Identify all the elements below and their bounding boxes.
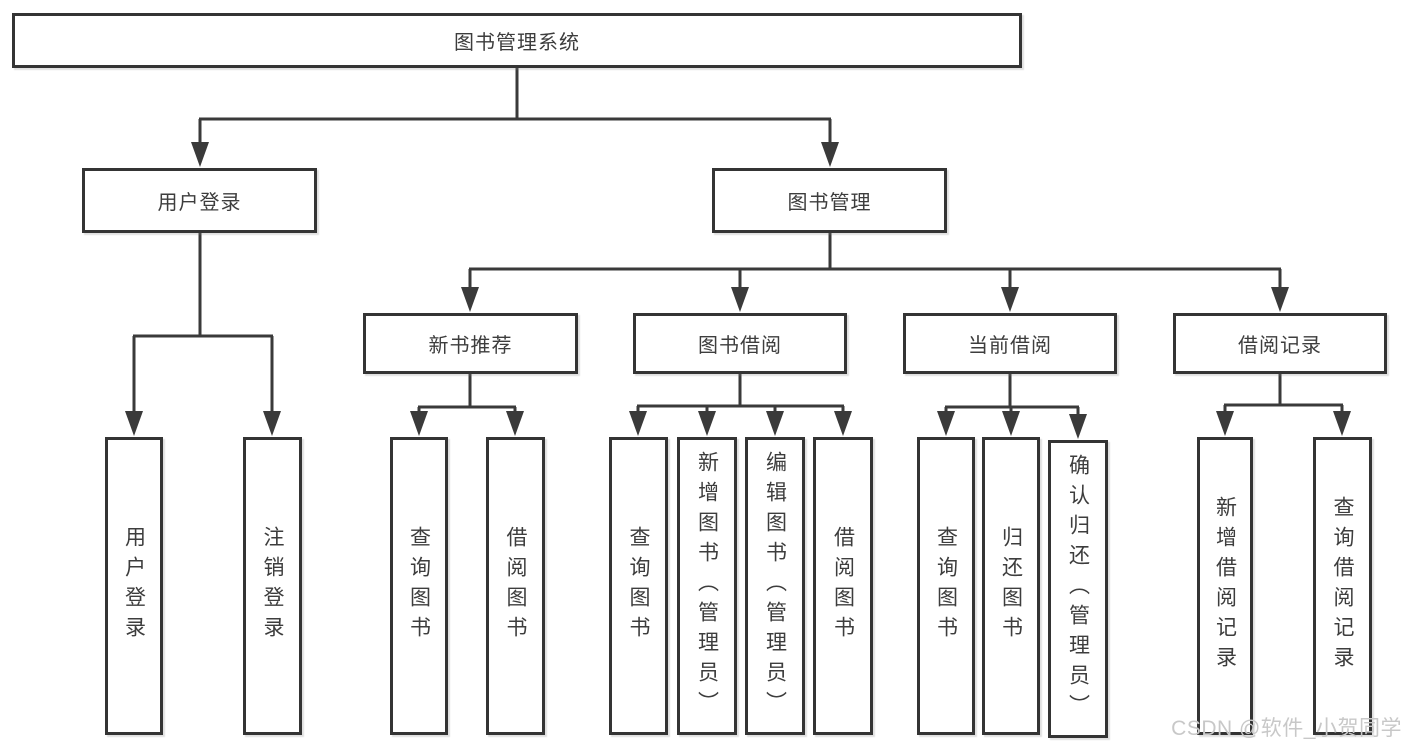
watermark: CSDN @软件_小贺同学: [1171, 717, 1402, 740]
node-book-borrow: 图书借阅: [633, 313, 847, 374]
node-user-login: 用户登录: [82, 168, 317, 233]
leaf-edit-books-admin: 编辑图书（管理员）: [745, 437, 805, 735]
node-borrow-records: 借阅记录: [1173, 313, 1387, 374]
connector-root: [198, 68, 832, 144]
leaf-query-borrow-record: 查询借阅记录: [1313, 437, 1372, 735]
node-book-management: 图书管理: [712, 168, 947, 233]
leaf-query-books-current: 查询图书: [917, 437, 975, 735]
leaf-add-borrow-record: 新增借阅记录: [1197, 437, 1253, 735]
leaf-add-books-admin: 新增图书（管理员）: [677, 437, 737, 735]
node-system-root-label: 图书管理系统: [454, 32, 580, 54]
leaf-query-books-recommend: 查询图书: [390, 437, 448, 735]
leaf-return-books: 归还图书: [982, 437, 1040, 735]
node-book-management-label: 图书管理: [787, 192, 872, 214]
node-current-borrow: 当前借阅: [903, 313, 1117, 374]
node-new-book-recommend-label: 新书推荐: [428, 335, 513, 357]
node-system-root: 图书管理系统: [12, 13, 1022, 68]
node-book-borrow-label: 图书借阅: [698, 335, 782, 357]
node-current-borrow-label: 当前借阅: [968, 335, 1052, 357]
leaf-query-books-borrow: 查询图书: [609, 437, 668, 735]
leaf-user-login: 用户登录: [105, 437, 163, 735]
leaf-confirm-return-admin: 确认归还（管理员）: [1048, 440, 1108, 738]
leaf-borrow-books: 借阅图书: [813, 437, 873, 735]
node-borrow-records-label: 借阅记录: [1238, 335, 1322, 357]
connector-borrow-records: [1223, 374, 1344, 414]
leaf-logout: 注销登录: [243, 437, 302, 735]
leaf-borrow-books-recommend: 借阅图书: [486, 437, 545, 735]
connector-book-borrow: [636, 374, 845, 414]
node-new-book-recommend: 新书推荐: [363, 313, 578, 374]
connector-user-login: [132, 233, 274, 413]
connector-current-borrow: [944, 374, 1080, 416]
node-user-login-label: 用户登录: [157, 192, 242, 214]
connector-book-management: [468, 233, 1282, 289]
connector-new-book-recommend: [417, 374, 517, 414]
